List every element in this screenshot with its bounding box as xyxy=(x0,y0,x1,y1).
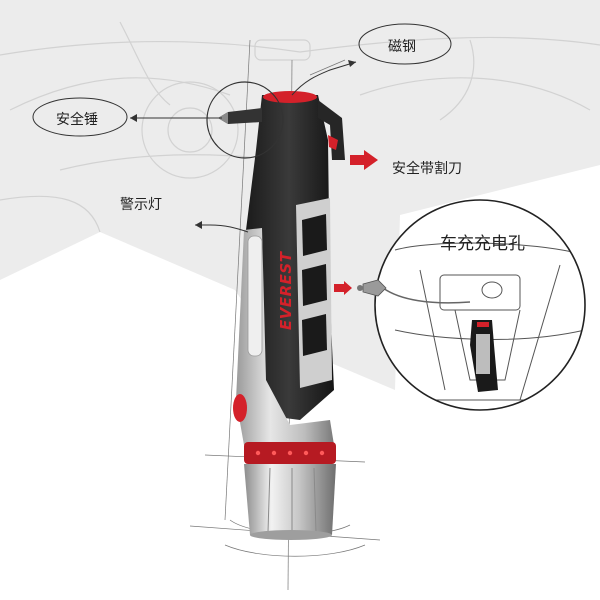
red-arrow-icon xyxy=(350,150,378,170)
charger-plug xyxy=(357,279,471,304)
leader-lines xyxy=(130,61,357,233)
callout-belt-cutter-label: 安全带割刀 xyxy=(392,161,462,177)
safety-hammer-device xyxy=(218,91,345,540)
callout-bubble-magnet xyxy=(358,23,452,65)
callout-hammer-label: 安全锤 xyxy=(56,112,98,128)
callout-car-charger-label: 车充充电孔 xyxy=(440,234,525,254)
hammer-detail-circle xyxy=(206,81,284,159)
leader-arrowheads-icon xyxy=(130,60,356,229)
charger-port-inset xyxy=(374,199,586,411)
callout-warning-light-label: 警示灯 xyxy=(120,197,162,213)
brand-logo-wrapper: EVEREST xyxy=(276,251,296,330)
callout-magnet-label: 磁钢 xyxy=(388,39,416,55)
callout-bubble-hammer xyxy=(32,97,128,137)
red-arrow-small-icon xyxy=(334,281,352,295)
brand-logo: EVEREST xyxy=(277,251,295,330)
